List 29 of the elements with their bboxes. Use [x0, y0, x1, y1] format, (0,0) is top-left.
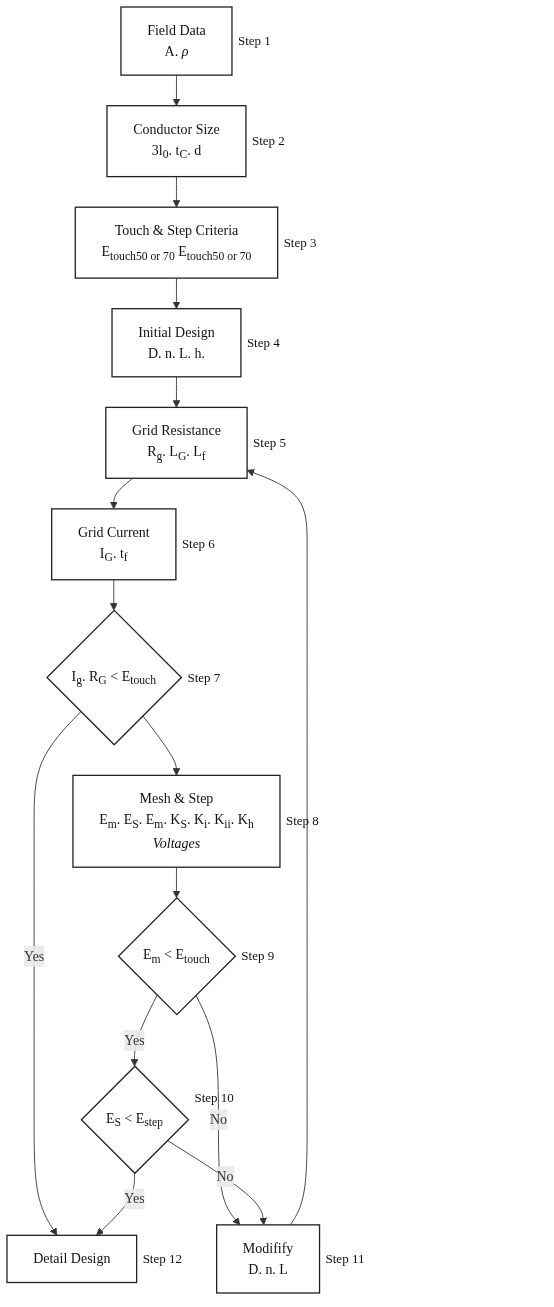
- node-box: Conductor Size 3l$_{0}$. t$_{C}$. d: [106, 105, 247, 178]
- step-label: Step 5: [253, 434, 286, 451]
- node-box: Field Data A. ρ: [120, 6, 233, 76]
- step-label: Step 3: [283, 234, 317, 251]
- step-label: Step 7: [187, 669, 221, 686]
- node-box: Initial Design D. n. L. h.: [111, 308, 242, 378]
- step-label: Step 9: [241, 948, 275, 965]
- node-diamond: E$_{S}$ < E$_{step}$: [80, 1065, 190, 1175]
- node-box: Mesh & Step E$_{m}$. E$_{S}$. E$_{m}$. K$_{S}$. K$_{i}$. K$_{ii}$. K$_{h}$ Voltages: [72, 774, 281, 868]
- step-label: Step 6: [181, 536, 215, 553]
- edge-label: Yes: [124, 1191, 145, 1207]
- node-box: Grid Resistance R$_{g}$. L$_{G}$. L$_{f}$: [105, 406, 248, 479]
- step-label: Step 1: [237, 33, 271, 50]
- step-label: Step 4: [246, 334, 280, 351]
- step-label: Step 10: [194, 1090, 234, 1107]
- edge-label: No: [209, 1111, 227, 1127]
- step-label: Step 11: [325, 1250, 365, 1267]
- edge-label: Yes: [124, 1032, 145, 1048]
- node-box: Touch & Step Criteria E$_{touch50 or 70}$ E$_{touch50 or 70}$: [74, 206, 279, 279]
- step-label: Step 2: [251, 133, 285, 150]
- step-label: Step 12: [142, 1250, 182, 1267]
- edge-label: No: [216, 1168, 234, 1184]
- node-box: Modifify D. n. L: [216, 1224, 321, 1294]
- node-box: Grid Current I$_{G}$. t$_{f}$: [51, 508, 177, 581]
- step-label: Step 8: [285, 813, 319, 830]
- node-diamond: I$_{g}$. R$_{G}$ < E$_{touch}$: [46, 609, 183, 746]
- node-diamond: E$_{m}$ < E$_{touch}$: [117, 896, 237, 1016]
- edge-label: Yes: [23, 948, 45, 964]
- node-box: Detail Design: [6, 1234, 138, 1284]
